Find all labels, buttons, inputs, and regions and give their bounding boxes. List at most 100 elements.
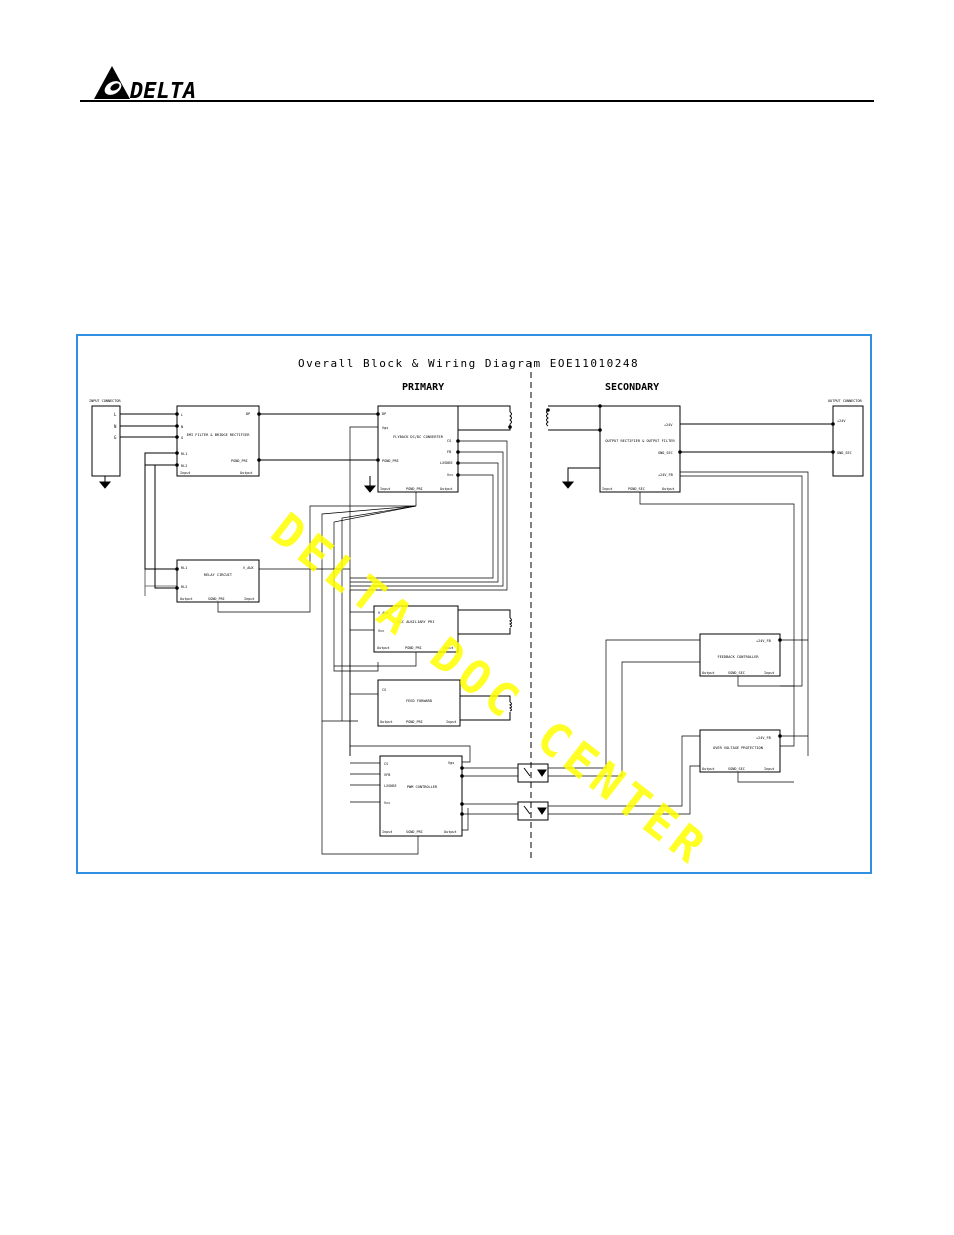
relay-pin: RL1 [181, 566, 187, 570]
output-rect-pin: Output [662, 487, 675, 491]
feed-forward-title: FEED FORWARD [406, 699, 432, 703]
feedback-controller-title: FEEDBACK CONTROLLER [717, 655, 759, 659]
logo-text: DELTA [129, 79, 196, 102]
vcc-aux-pin: V_AUX [378, 611, 389, 615]
flyback-pin: Input [380, 487, 391, 491]
pwm-pin: Input [382, 830, 393, 834]
flyback-pin: PGND_PRI [406, 487, 423, 491]
emi-pin: N [181, 425, 183, 429]
vcc-aux-pin: Input [443, 646, 454, 650]
feedback-controller-block [699, 633, 781, 677]
block-wiring-diagram: Overall Block & Wiring Diagram EOE110102… [89, 357, 864, 862]
output-rect-pin: Input [602, 487, 613, 491]
input-pin-g: G [114, 435, 117, 440]
primary-label: PRIMARY [402, 382, 444, 393]
output-connector-title: OUTPUT CONNECTOR [828, 399, 863, 403]
pwm-pin: CS [384, 762, 388, 766]
ovp-pin: SGND_SEC [728, 767, 745, 771]
delta-logo: DELTA [94, 66, 196, 102]
secondary-label: SECONDARY [605, 382, 659, 393]
relay-pin: RL2 [181, 585, 187, 589]
opto-led-icon [537, 807, 547, 815]
pwm-controller-title: PWM CONTROLLER [407, 785, 438, 789]
flyback-pin: Vgs [382, 426, 388, 430]
output-rect-pin: +24V_FB [658, 473, 673, 477]
ff-winding-icon [508, 701, 512, 712]
feed-forward-pin: Output [380, 720, 393, 724]
ovp-pin: +24V_FB [756, 736, 771, 740]
flyback-converter-block [377, 405, 459, 493]
pwm-pin: VFB [384, 773, 390, 777]
emi-pin: L [181, 413, 183, 417]
flyback-pin: LXSNSE [440, 461, 453, 465]
emi-filter-block [176, 405, 260, 477]
emi-filter-title: EMI FILTER & BRIDGE RECTIFIER [187, 433, 251, 437]
optocoupler-1 [517, 763, 549, 783]
input-connector-title: INPUT CONNECTOR [89, 399, 122, 403]
ground-icon [363, 485, 377, 493]
pwm-pin: SGND_PRI [406, 830, 423, 834]
output-rect-pin: GND_SEC [658, 451, 673, 455]
input-connector [91, 405, 121, 477]
ovp-pin: Output [702, 767, 715, 771]
ovp-block [699, 729, 781, 773]
ground-icon [98, 481, 112, 489]
output-pin-24v: +24V [837, 419, 846, 423]
flyback-pin: CS [447, 439, 451, 443]
emi-pin: RL1 [181, 452, 187, 456]
flyback-pin: PGND_PRI [382, 459, 399, 463]
output-rectifier-title: OUTPUT RECTIFIER & OUTPUT FILTER [605, 439, 675, 443]
feedback-pin: Input [764, 671, 775, 675]
ground-icon [561, 481, 575, 489]
output-rectifier-block [599, 405, 681, 493]
pwm-controller-block [379, 755, 463, 837]
vcc-aux-pin: Vcc [378, 629, 384, 633]
output-rect-pin: +24V [664, 423, 673, 427]
feed-forward-pin: CS [382, 688, 386, 692]
transformer-primary-icon [509, 411, 512, 425]
flyback-pin: FB [447, 450, 451, 454]
header-rule [80, 100, 874, 102]
optocoupler-2 [517, 801, 549, 821]
ovp-pin: Input [764, 767, 775, 771]
emi-pin: RL2 [181, 464, 187, 468]
input-pin-n: N [114, 424, 117, 429]
pwm-pin: LXSNSE [384, 784, 397, 788]
emi-pin: Output [240, 471, 253, 475]
feed-forward-block [377, 679, 461, 727]
relay-pin: SGND_PRI [208, 597, 225, 601]
vcc-aux-pin: Output [377, 646, 390, 650]
input-pin-l: L [114, 412, 117, 417]
vcc-auxiliary-title: VCC AUXILIARY PRI [398, 620, 435, 624]
flyback-pin: DP [382, 412, 386, 416]
pwm-pin: Vgs [448, 761, 454, 765]
feed-forward-pin: PGND_PRI [406, 720, 423, 724]
relay-circuit-title: RELAY CIRCUIT [204, 573, 233, 577]
emi-pin: G [181, 436, 183, 440]
transformer-secondary-icon [546, 409, 549, 427]
diagram-frame: Overall Block & Wiring Diagram EOE110102… [76, 334, 872, 874]
relay-pin: V_AUX [243, 566, 254, 570]
output-connector [832, 405, 864, 477]
opto-led-icon [537, 769, 547, 777]
vcc-aux-pin: PGND_PRI [405, 646, 422, 650]
diagram-title: Overall Block & Wiring Diagram EOE110102… [298, 357, 639, 370]
output-rect-pin: PGND_SEC [628, 487, 645, 491]
pwm-pin: Vcc [384, 801, 390, 805]
emi-pin: PGND_PRI [231, 459, 248, 463]
feed-forward-pin: Input [446, 720, 457, 724]
relay-pin: Output [180, 597, 193, 601]
aux-winding-icon [508, 617, 512, 628]
emi-pin: DP [246, 412, 250, 416]
flyback-converter-title: FLYBACK DC/DC CONVERTER [393, 435, 444, 439]
relay-pin: Input [244, 597, 255, 601]
ovp-title: OVER VOLTAGE PROTECTION [713, 746, 763, 750]
flyback-pin: Vcc [447, 473, 453, 477]
pwm-pin: Output [444, 830, 457, 834]
emi-pin: Input [180, 471, 191, 475]
flyback-pin: Output [440, 487, 453, 491]
feedback-pin: Output [702, 671, 715, 675]
feedback-pin: SGND_SEC [728, 671, 745, 675]
output-pin-gnd: GND_SEC [837, 451, 852, 455]
feedback-pin: +24V_FB [756, 639, 771, 643]
